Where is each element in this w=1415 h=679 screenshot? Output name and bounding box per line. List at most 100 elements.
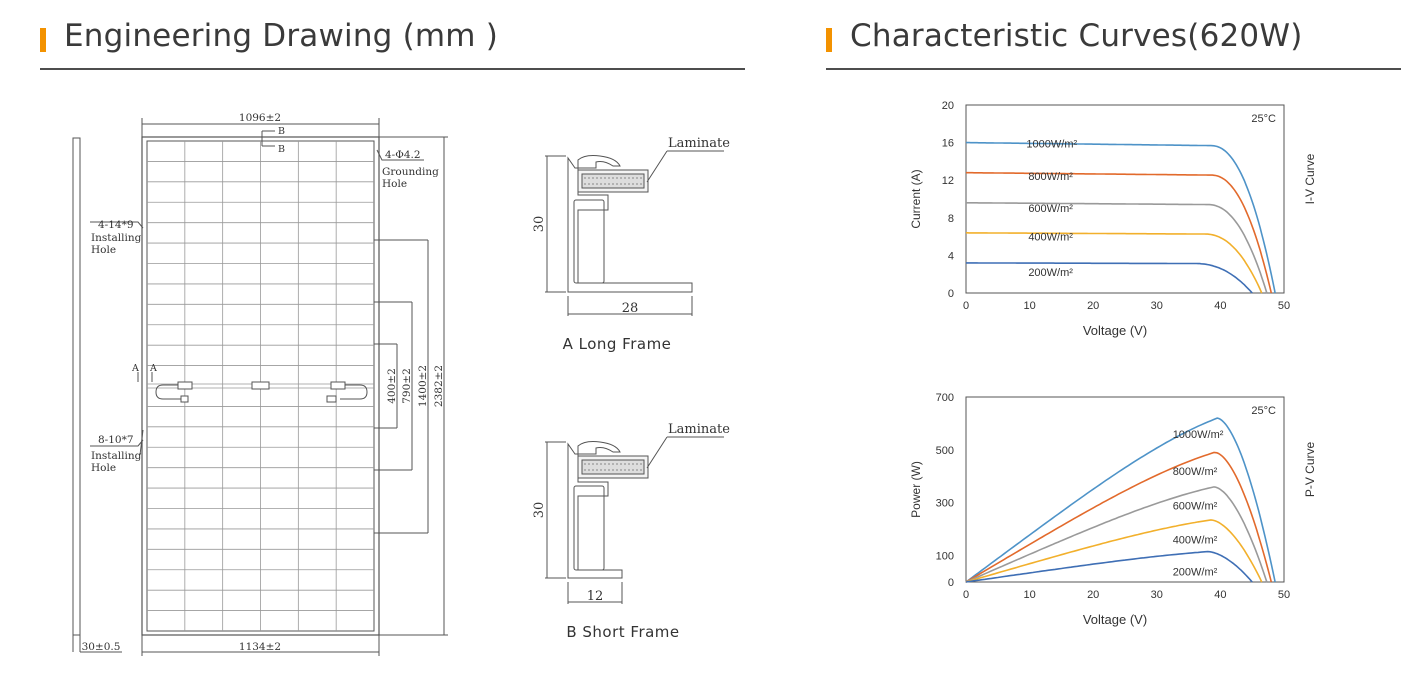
series-label: 800W/m²	[1173, 466, 1218, 478]
x-tick-label: 50	[1278, 300, 1290, 312]
section-mark-b-top: B	[278, 126, 285, 137]
panel-drawing	[72, 118, 448, 656]
y-tick-label: 100	[936, 551, 954, 563]
y-tick-label: 12	[942, 175, 954, 187]
y-tick-label: 8	[948, 213, 954, 225]
junction-box	[330, 381, 346, 390]
grounding-line1: Grounding	[382, 166, 439, 178]
y-tick-label: 300	[936, 498, 954, 510]
series-line	[965, 417, 1276, 583]
x-axis-label: Voltage (V)	[1083, 612, 1147, 627]
short-frame-height: 30	[532, 502, 547, 519]
y-tick-label: 20	[942, 100, 954, 112]
x-tick-label: 40	[1214, 589, 1226, 601]
temperature-label: 25°C	[1251, 405, 1276, 417]
series-label: 600W/m²	[1173, 500, 1218, 512]
y-tick-label: 16	[942, 138, 954, 150]
short-frame-laminate-label: Laminate	[668, 422, 730, 437]
install-bottom-spec: 8-10*7	[98, 434, 134, 446]
junction-box	[251, 381, 270, 390]
series-label: 1000W/m²	[1026, 138, 1077, 150]
cable-right	[340, 384, 368, 400]
y-tick-label: 0	[948, 577, 954, 589]
series-line	[966, 262, 1253, 294]
engineering-drawing-header: Engineering Drawing (mm )	[40, 18, 745, 70]
series-line	[966, 171, 1273, 294]
install-top-spec: 4-14*9	[98, 219, 134, 231]
x-tick-label: 20	[1087, 589, 1099, 601]
dim-400-label: 400±2	[386, 368, 398, 404]
laminate-leader	[646, 436, 668, 469]
cable-left	[155, 384, 183, 400]
y-tick-label: 4	[948, 250, 954, 262]
series-label: 400W/m²	[1028, 231, 1073, 243]
series-label: 1000W/m²	[1173, 429, 1224, 441]
dim-1400-label: 1400±2	[417, 365, 429, 407]
long-frame-laminate-label: Laminate	[668, 136, 730, 151]
leader-install-top	[90, 221, 144, 229]
characteristic-curves-title: Characteristic Curves(620W)	[850, 18, 1303, 54]
y-axis-label: Power (W)	[909, 461, 923, 518]
x-tick-label: 0	[963, 300, 969, 312]
series-line	[965, 550, 1253, 583]
y-tick-label: 0	[948, 288, 954, 300]
section-mark-a-left: A	[131, 363, 139, 374]
x-tick-label: 50	[1278, 589, 1290, 601]
y-axis-label: Current (A)	[909, 169, 923, 228]
series-line	[966, 141, 1276, 294]
panel-outline	[141, 136, 380, 636]
section-mark-b-bottom: B	[278, 144, 285, 155]
section-mark-a-right: A	[149, 363, 157, 374]
x-tick-label: 0	[963, 589, 969, 601]
grounding-line2: Hole	[382, 178, 407, 190]
x-tick-label: 30	[1151, 300, 1163, 312]
grounding-spec: 4-Φ4.2	[385, 149, 421, 161]
y-tick-label: 500	[936, 445, 954, 457]
accent-bar	[826, 28, 832, 52]
x-tick-label: 30	[1151, 589, 1163, 601]
long-frame-height: 30	[532, 216, 547, 233]
junction-box	[177, 381, 193, 390]
series-line	[966, 202, 1268, 294]
install-bottom-line2: Hole	[91, 462, 116, 474]
install-bottom-line1: Installing	[91, 450, 142, 462]
plot-frame	[965, 104, 1285, 294]
dim-790-label: 790±2	[401, 368, 413, 404]
short-frame-width: 12	[587, 589, 604, 604]
long-frame-caption: A Long Frame	[563, 335, 672, 353]
series-label: 200W/m²	[1173, 566, 1218, 578]
y-tick-label: 700	[936, 392, 954, 404]
x-tick-label: 10	[1023, 300, 1035, 312]
header-rule	[826, 68, 1401, 70]
header-rule	[40, 68, 745, 70]
install-top-line2: Hole	[91, 244, 116, 256]
x-tick-label: 40	[1214, 300, 1226, 312]
short-frame-caption: B Short Frame	[566, 623, 679, 641]
short-frame-profile	[545, 436, 724, 604]
series-line	[965, 451, 1273, 583]
thickness-label: 30±0.5	[82, 641, 121, 653]
characteristic-curves-header: Characteristic Curves(620W)	[826, 18, 1401, 70]
series-label: 800W/m²	[1028, 171, 1073, 183]
install-top-line1: Installing	[91, 232, 142, 244]
leader-grounding	[376, 149, 424, 161]
engineering-drawing-title: Engineering Drawing (mm )	[64, 18, 499, 54]
temperature-label: 25°C	[1251, 113, 1276, 125]
series-label: 200W/m²	[1028, 267, 1073, 279]
series-label: 400W/m²	[1173, 535, 1218, 547]
long-frame-width: 28	[622, 301, 639, 316]
long-frame-profile	[545, 150, 724, 316]
panel-outer-width-label: 1134±2	[239, 641, 281, 653]
series-line	[965, 486, 1268, 583]
x-axis-label: Voltage (V)	[1083, 323, 1147, 338]
series-line	[965, 519, 1263, 583]
curve-side-label: I-V Curve	[1303, 153, 1317, 204]
curve-side-label: P-V Curve	[1303, 442, 1317, 498]
dim-2382-label: 2382±2	[433, 365, 445, 407]
laminate-leader	[646, 150, 668, 183]
accent-bar	[40, 28, 46, 52]
series-label: 600W/m²	[1028, 203, 1073, 215]
